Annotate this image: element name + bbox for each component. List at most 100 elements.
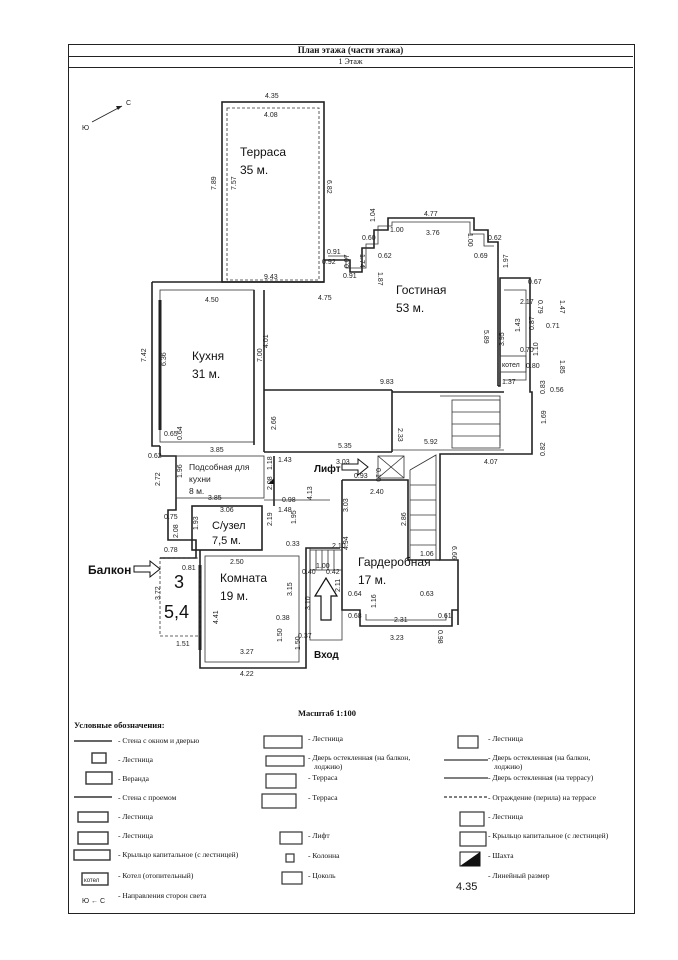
dimension-label: 1.50	[277, 628, 284, 642]
dimension-label: 0.98	[282, 497, 296, 504]
legend-item: - Лестница	[308, 734, 344, 743]
dimension-label: 0.92	[322, 259, 336, 266]
compass-south: Ю	[82, 125, 89, 132]
legend-item: - Крыльцо капитальное (с лестницей)	[488, 831, 609, 840]
compass-north: С	[126, 100, 131, 107]
legend-item: - Терраса	[308, 793, 338, 802]
entrance-label: Вход	[314, 650, 339, 661]
dimension-label: 0.62	[378, 253, 392, 260]
legend-item: - Дверь остекленная (на террасу)	[488, 773, 594, 782]
dimension-label: 3.85	[210, 447, 224, 454]
legend-item: - Лестница	[118, 755, 154, 764]
room-utility-area: 8 м.	[189, 486, 204, 496]
room-terrace-name: Терраса	[240, 145, 286, 159]
legend: Условные обозначения: котел Ю ← С - Стен…	[73, 720, 609, 905]
dimension-label: 3.15	[287, 582, 294, 596]
dimension-label: 0.60	[362, 235, 376, 242]
dimension-label: 6.36	[161, 352, 168, 366]
dimension-label: 1.74	[358, 254, 365, 268]
room-utility-name2: кухни	[189, 474, 211, 484]
dimension-label: 0.83	[540, 380, 547, 394]
dimension-label: 1.93	[193, 516, 200, 530]
dimension-label: 2.72	[155, 472, 162, 486]
legend-title: Условные обозначения:	[74, 720, 165, 730]
legend-item: - Лифт	[308, 831, 330, 840]
dimension-label: 0.70	[520, 347, 534, 354]
dimension-label: 0.69	[474, 253, 488, 260]
dimension-label: 0.98	[436, 630, 443, 644]
legend-item: - Лестница	[488, 734, 524, 743]
dimension-label: 4.35	[265, 93, 279, 100]
dimension-label: 1.96	[177, 464, 184, 478]
dimension-label: 0.80	[526, 363, 540, 370]
compass-icon: С Ю	[82, 100, 131, 132]
dimension-label: 3.72	[155, 586, 162, 600]
dimension-label: 3.10	[305, 596, 312, 610]
dimension-label: 2.33	[396, 428, 403, 442]
dimension-label: 2.08	[267, 476, 274, 490]
dimension-label: 1.06	[420, 551, 434, 558]
dimension-label: 0.42	[326, 569, 340, 576]
dimension-label: 9.83	[380, 379, 394, 386]
dimension-label: 0.65	[164, 431, 178, 438]
dimension-label: 3.03	[343, 498, 350, 512]
legend-item: - Ограждение (перила) на террасе	[488, 793, 597, 802]
lift-shaft-icon	[377, 455, 405, 479]
dimension-label: 0.81	[182, 565, 196, 572]
living-room-walls	[324, 217, 499, 386]
dimension-label: 0.07	[344, 254, 351, 268]
legend-item: - Веранда	[118, 774, 150, 783]
legend-item: - Направления сторон света	[118, 891, 207, 900]
stair-entrance	[309, 549, 343, 571]
dimension-label: 4.50	[205, 297, 219, 304]
dimension-label: 4.01	[263, 334, 270, 348]
dimension-label: 9.43	[264, 274, 278, 281]
dimension-label: 0.71	[546, 323, 560, 330]
dimension-label: 1.10	[533, 342, 540, 356]
dimension-label: 0.64	[177, 426, 184, 440]
dimension-label: 2.31	[394, 617, 408, 624]
dimension-label: 0.62	[488, 235, 502, 242]
lift-label: Лифт	[314, 463, 341, 475]
legend-col3: 4.35 - Лестница - Дверь остекленная (на …	[444, 734, 609, 893]
dimension-label: 7.89	[211, 176, 218, 190]
scale-label: Масштаб 1:100	[298, 708, 356, 718]
dimension-label: 0.62	[148, 453, 162, 460]
room-bathroom-name: С/узел	[212, 520, 246, 532]
legend-item: - Стена с проемом	[118, 793, 177, 802]
dimension-label: 3.03	[336, 459, 350, 466]
room-terrace-area: 35 м.	[240, 163, 268, 177]
dimension-label: 0.56	[550, 387, 564, 394]
plan-title: План этажа (части этажа)	[68, 44, 633, 57]
dimension-label: 3.76	[426, 230, 440, 237]
dimension-label: 5.92	[424, 439, 438, 446]
dimension-label: 0.61	[438, 613, 452, 620]
dimension-label: 0.40	[302, 569, 316, 576]
dimension-label: 0.75	[164, 514, 178, 521]
dimension-label: 6.66	[450, 546, 457, 560]
dimension-label: 1.47	[558, 300, 565, 314]
dimension-label: 1.85	[558, 360, 565, 374]
legend-item: - Шахта	[488, 851, 514, 860]
dimension-label: 4.94	[343, 536, 350, 550]
dimension-label: 0.91	[327, 249, 341, 256]
dimension-label: 0.68	[348, 613, 362, 620]
dimension-label: 5.35	[338, 443, 352, 450]
dimension-label: 1.04	[370, 208, 377, 222]
stair-upper	[451, 399, 501, 449]
dimension-label: 0.63	[420, 591, 434, 598]
legend-item: - Котел (отопительный)	[118, 871, 194, 880]
legend-item: лоджию)	[494, 762, 523, 771]
dimension-label: 1.50	[295, 636, 302, 650]
dimension-label: 1.16	[371, 594, 378, 608]
legend-compass-sample: Ю ← С	[82, 898, 105, 905]
legend-item: - Лестница	[118, 831, 154, 840]
legend-item: - Стена с окном и дверью	[118, 736, 200, 745]
dimension-label: 7.00	[257, 348, 264, 362]
room-wardrobe-name: Гардеробная	[358, 555, 431, 569]
room-kitchen-name: Кухня	[192, 349, 224, 363]
legend-item: - Терраса	[308, 773, 338, 782]
dimension-label: 1.51	[176, 641, 190, 648]
